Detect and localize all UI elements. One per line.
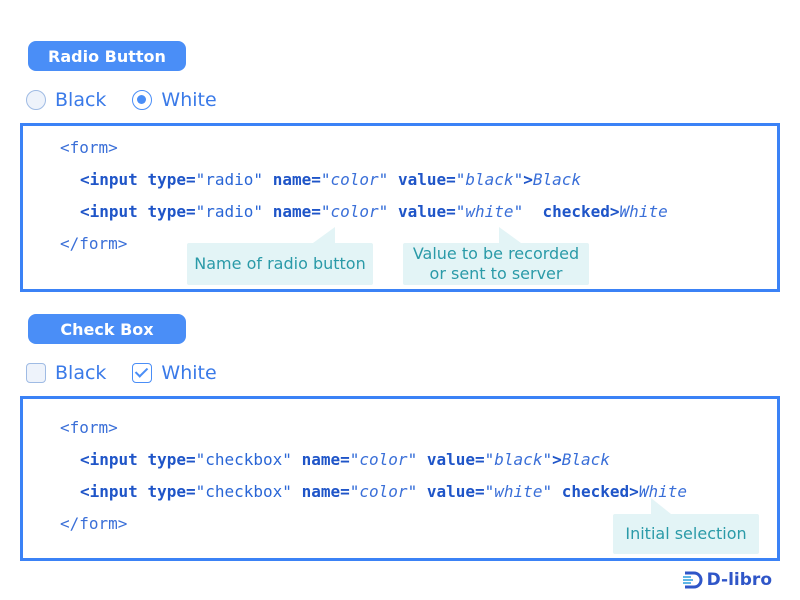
code-attr-type: type= [147,450,196,469]
code-val-name: color [359,450,408,469]
radio-button-white[interactable] [132,90,153,110]
code-line-form-close: </form> [60,514,128,533]
radio-option-black[interactable]: Black [26,89,106,111]
radio-label-white: White [161,89,217,111]
code-attr-value: value= [397,170,456,189]
code-attr-value: value= [397,202,456,221]
code-val-value: white [494,482,543,501]
code-val-type: "radio" [195,202,264,221]
code-val-name: color [359,482,408,501]
radio-option-white[interactable]: White [132,89,217,111]
value-annotation-line1: Value to be recorded [412,244,580,263]
code-tag: <input [80,170,138,189]
checkbox-label-black: Black [55,362,107,384]
code-attr-type: type= [147,170,196,189]
code-close: > [552,450,562,469]
code-val-name: color [330,202,379,221]
annotation-pointer [651,498,671,514]
code-quote: " [542,450,553,469]
radio-button-black[interactable] [26,90,46,110]
checkbox-code-box: <form> <input type="checkbox" name="colo… [20,396,780,561]
code-quote: " [349,450,360,469]
initial-selection-annotation-text: Initial selection [625,524,747,543]
code-val-value: white [465,202,514,221]
code-quote: " [407,450,418,469]
checkbox-demo: Black White [26,359,243,387]
code-attr-checked: checked [542,202,610,221]
radio-label-black: Black [55,89,107,111]
name-annotation: Name of radio button [187,227,373,285]
code-close: > [523,170,533,189]
code-val-type: "checkbox" [195,482,292,501]
checkbox-option-black[interactable]: Black [26,362,106,384]
code-attr-type: type= [147,202,196,221]
checkbox-black[interactable] [26,363,46,383]
code-attr-name: name= [301,450,350,469]
d-libro-logo-text: D-libro [706,570,772,590]
code-attr-value: value= [426,482,485,501]
checkbox-label-white: White [161,362,217,384]
annotation-pointer [313,227,335,243]
code-val-value: black [494,450,543,469]
code-line-input-white: <input type="radio" name="color" value="… [80,202,668,222]
code-close: > [629,482,639,501]
code-attr-name: name= [272,170,321,189]
checkbox-section-title: Check Box [28,314,186,344]
radio-code-box: <form> <input type="radio" name="color" … [20,123,780,292]
radio-demo: Black White [26,86,243,114]
code-tag: <input [80,202,138,221]
code-quote: " [378,202,389,221]
code-quote: " [320,202,331,221]
code-line-input-black: <input type="checkbox" name="color" valu… [80,450,610,470]
code-quote: " [407,482,418,501]
code-quote: " [320,170,331,189]
d-libro-logo: D-libro [682,570,772,590]
code-quote: " [378,170,389,189]
initial-selection-annotation: Initial selection [613,498,759,554]
code-quote: " [455,170,466,189]
code-text: White [638,482,687,501]
code-line-input-black: <input type="radio" name="color" value="… [80,170,581,190]
code-quote: " [349,482,360,501]
code-line-form-open: <form> [60,138,118,157]
name-annotation-text: Name of radio button [194,254,366,273]
code-attr-checked: checked [561,482,630,501]
code-quote: " [513,170,524,189]
code-quote: " [513,202,524,221]
code-line-form-close: </form> [60,234,128,253]
d-libro-logo-icon [682,571,705,589]
code-val-name: color [330,170,379,189]
code-val-value: black [465,170,514,189]
annotation-pointer [499,227,521,243]
code-val-type: "checkbox" [195,450,292,469]
code-text: Black [532,170,582,189]
code-text: Black [561,450,610,469]
code-val-type: "radio" [195,170,264,189]
checkbox-white[interactable] [132,363,153,383]
code-tag: <input [80,482,138,501]
code-attr-name: name= [272,202,321,221]
checkbox-option-white[interactable]: White [132,362,217,384]
code-text: White [619,202,668,221]
code-attr-name: name= [301,482,350,501]
code-line-form-open: <form> [60,418,118,437]
code-line-input-white: <input type="checkbox" name="color" valu… [80,482,687,502]
code-quote: " [542,482,553,501]
code-tag: <input [80,450,138,469]
radio-section-title: Radio Button [28,41,186,71]
code-quote: " [484,450,495,469]
value-annotation: Value to be recorded or sent to server [403,227,589,285]
code-quote: " [484,482,495,501]
code-attr-type: type= [147,482,196,501]
value-annotation-line2: or sent to server [429,264,563,283]
code-attr-value: value= [426,450,485,469]
code-quote: " [455,202,466,221]
code-close: > [609,202,620,221]
